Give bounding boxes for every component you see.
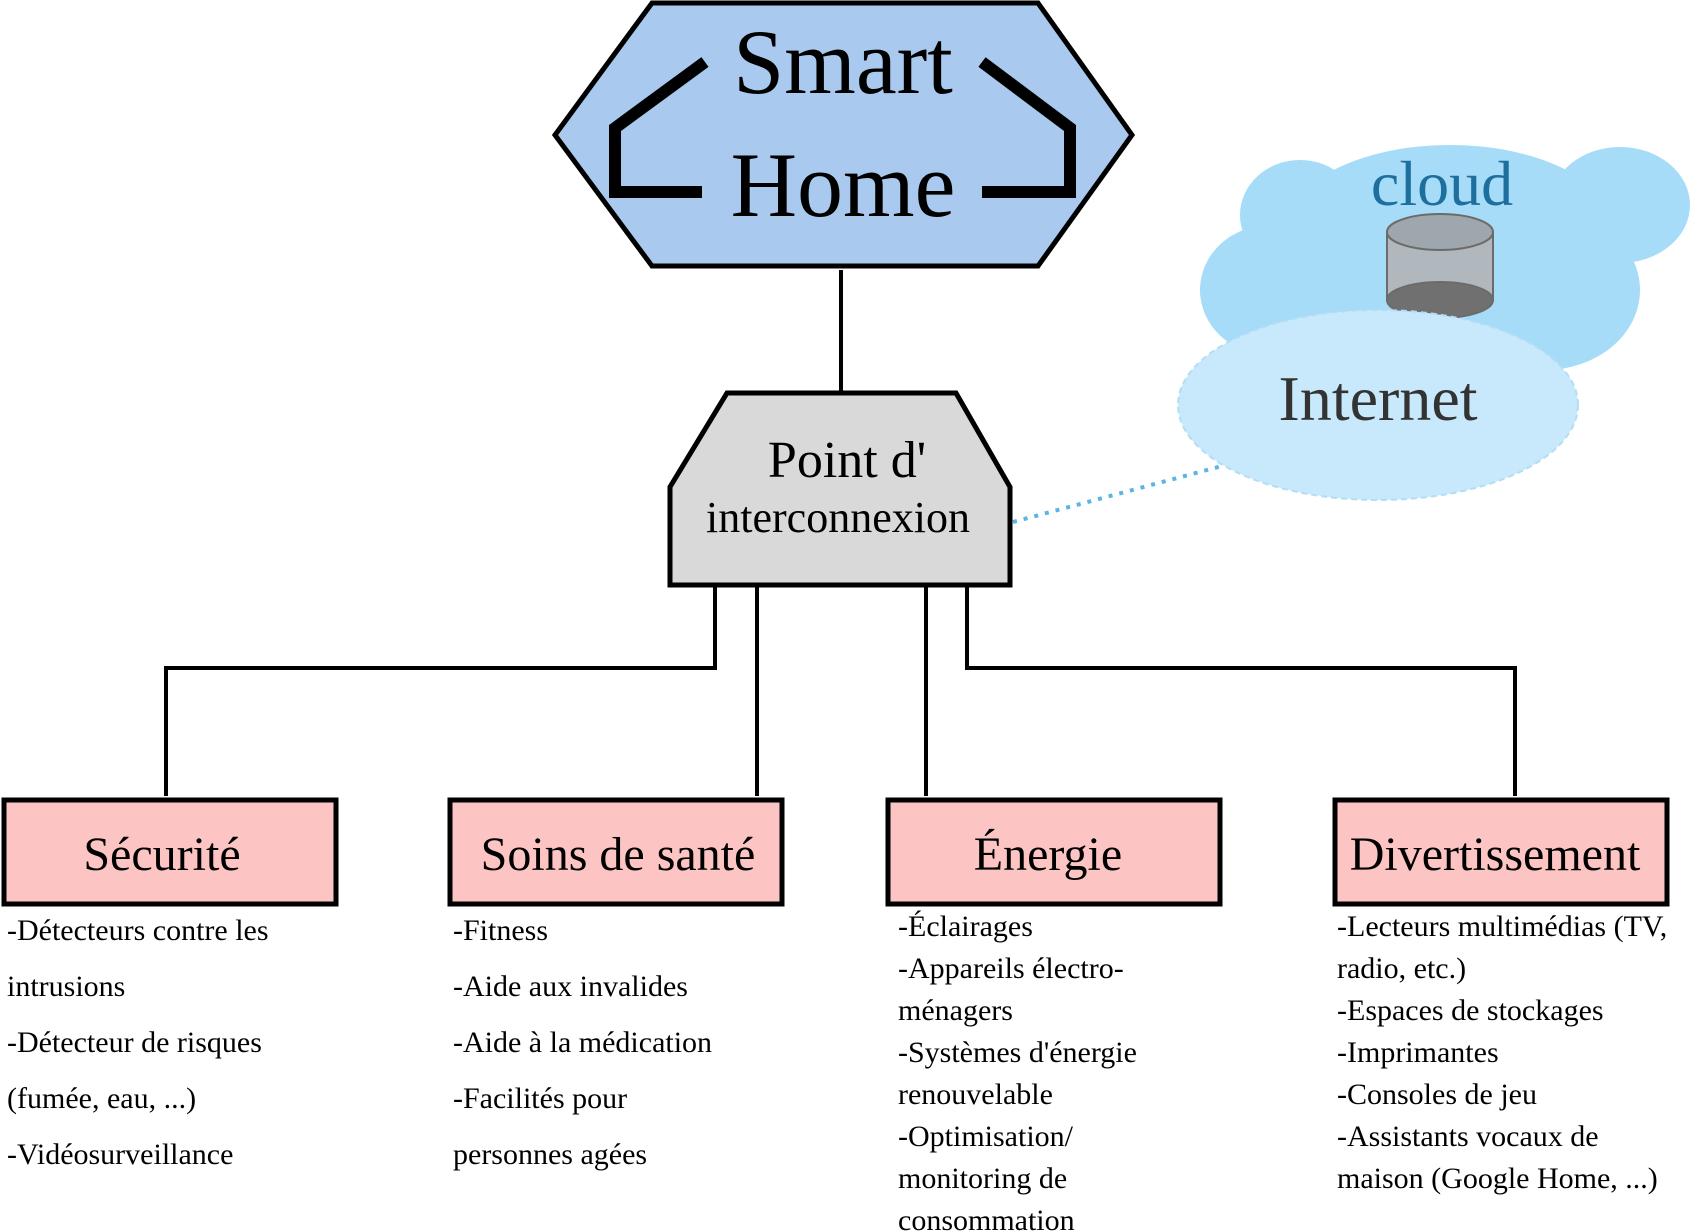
hub-shape — [667, 390, 1013, 588]
list-item: ménagers — [898, 994, 1013, 1027]
connector-divertissement — [965, 587, 1517, 796]
category-box-sante: Soins de santé — [447, 797, 785, 907]
smart-home-title-line1: Smart — [733, 11, 953, 113]
list-item: -Imprimantes — [1337, 1036, 1499, 1069]
hub-internet-link — [1012, 464, 1223, 524]
smart-home-node: Smart Home — [551, 0, 1136, 269]
list-item: -Assistants vocaux de — [1337, 1120, 1599, 1153]
hub-label-line1: Point d' — [768, 432, 926, 489]
list-item: maison (Google Home, ...) — [1337, 1162, 1658, 1195]
connector-securite — [164, 587, 717, 796]
divertissement-item-list: -Lecteurs multimédias (TV, radio, etc.) … — [1337, 906, 1667, 1200]
database-icon — [1386, 213, 1494, 319]
category-title-divertissement: Divertissement — [1350, 828, 1641, 881]
list-item: -Systèmes d'énergie — [898, 1036, 1137, 1069]
list-item: -Détecteur de risques — [7, 1026, 262, 1059]
list-item: consommation — [898, 1204, 1075, 1231]
securite-item-list: -Détecteurs contre les intrusions -Détec… — [7, 903, 269, 1183]
cloud-node: cloud Internet — [1177, 145, 1690, 501]
list-item: radio, etc.) — [1337, 952, 1467, 985]
list-item: -Consoles de jeu — [1337, 1078, 1537, 1111]
category-title-energie: Énergie — [974, 828, 1122, 881]
list-item: renouvelable — [898, 1078, 1053, 1111]
category-title-sante: Soins de santé — [481, 828, 756, 881]
list-item: personnes agées — [453, 1138, 648, 1171]
list-item: -Lecteurs multimédias (TV, — [1337, 910, 1668, 943]
list-item: -Détecteurs contre les — [7, 914, 269, 947]
category-box-securite: Sécurité — [1, 797, 339, 907]
list-item: -Espaces de stockages — [1337, 994, 1604, 1027]
list-item: -Aide à la médication — [453, 1026, 713, 1059]
category-connectors — [164, 587, 1517, 796]
house-roof-right-icon — [978, 57, 1076, 198]
hub-label-line2: interconnexion — [706, 493, 970, 542]
cloud-label: cloud — [1371, 148, 1513, 219]
list-item: -Éclairages — [898, 910, 1033, 943]
sante-item-list: -Fitness -Aide aux invalides -Aide à la … — [453, 903, 712, 1183]
internet-label: Internet — [1279, 363, 1478, 434]
category-box-divertissement: Divertissement — [1332, 797, 1670, 907]
list-item: monitoring de — [898, 1162, 1068, 1195]
list-item: -Aide aux invalides — [453, 970, 688, 1003]
internet-cloud — [1177, 309, 1579, 501]
category-box-energie: Énergie — [885, 797, 1223, 907]
hub-node: Point d' interconnexion — [667, 390, 1013, 588]
energie-item-list: -Éclairages -Appareils électro- ménagers… — [898, 906, 1137, 1231]
list-item: -Vidéosurveillance — [7, 1138, 234, 1171]
smart-home-title-line2: Home — [731, 134, 956, 236]
house-roof-left-icon — [609, 57, 709, 198]
list-item: -Optimisation/ — [898, 1120, 1073, 1153]
list-item: -Fitness — [453, 914, 549, 947]
list-item: -Appareils électro- — [898, 952, 1124, 985]
list-item: intrusions — [7, 970, 126, 1003]
list-item: (fumée, eau, ...) — [7, 1082, 197, 1115]
category-title-securite: Sécurité — [83, 828, 240, 881]
list-item: -Facilités pour — [453, 1082, 628, 1115]
